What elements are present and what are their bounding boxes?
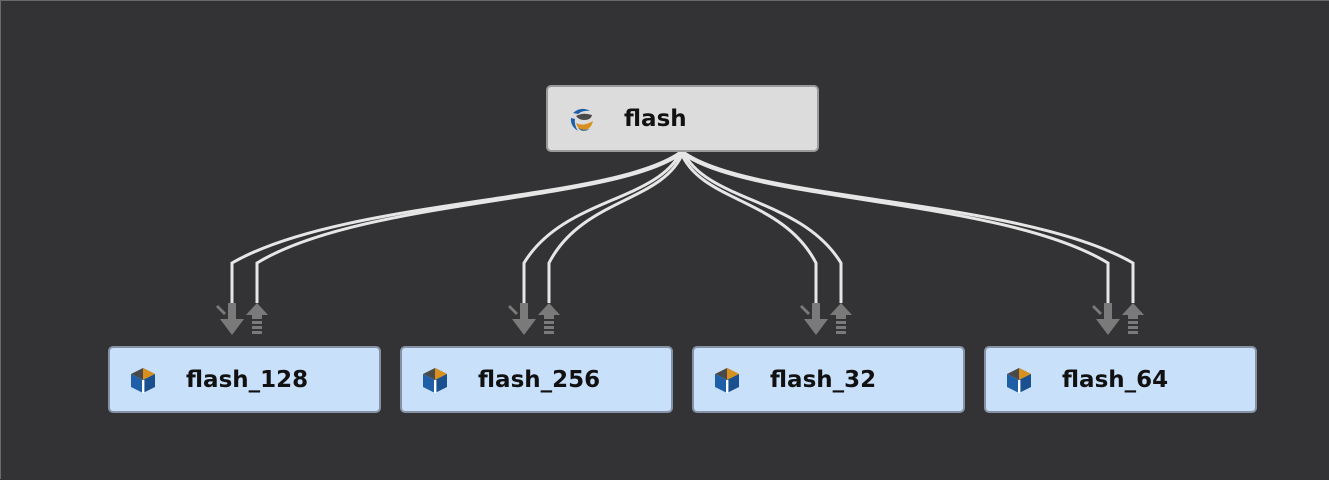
- node-flash-128[interactable]: flash_128: [108, 346, 381, 413]
- cube-icon: [131, 367, 155, 393]
- node-label: flash_128: [186, 366, 309, 393]
- edge-line[interactable]: [679, 151, 818, 303]
- down-arrow-icon: [800, 303, 828, 335]
- cube-icon: [1007, 367, 1031, 393]
- edge-line[interactable]: [230, 150, 682, 303]
- up-arrow-icon: [246, 303, 268, 334]
- edge-line[interactable]: [681, 151, 843, 303]
- edge-line[interactable]: [682, 150, 1135, 303]
- edge-line[interactable]: [255, 150, 685, 303]
- cube-icon: [715, 367, 739, 393]
- up-arrow-icon: [538, 303, 560, 334]
- edge-line[interactable]: [547, 151, 685, 303]
- node-label: flash: [624, 105, 687, 132]
- cube-icon: [423, 367, 447, 393]
- node-flash-64[interactable]: flash_64: [984, 346, 1257, 413]
- down-arrow-icon: [216, 303, 244, 335]
- down-arrow-icon: [508, 303, 536, 335]
- down-arrow-icon: [1092, 303, 1120, 335]
- node-flash-32[interactable]: flash_32: [692, 346, 965, 413]
- edge-line[interactable]: [522, 151, 683, 303]
- edge-line[interactable]: [679, 150, 1110, 303]
- up-arrow-icon: [1122, 303, 1144, 334]
- node-label: flash_256: [478, 366, 601, 393]
- node-flash[interactable]: flash: [546, 85, 819, 152]
- node-label: flash_64: [1062, 366, 1169, 393]
- node-flash-256[interactable]: flash_256: [400, 346, 673, 413]
- up-arrow-icon: [830, 303, 852, 334]
- node-label: flash_32: [770, 366, 877, 393]
- package-globe-icon: [570, 108, 593, 131]
